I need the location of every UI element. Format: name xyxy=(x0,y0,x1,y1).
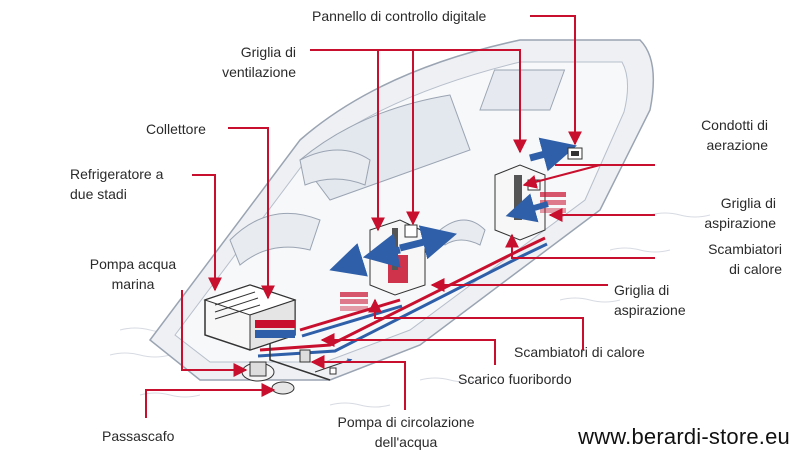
label-pompa-acqua-marina: Pompa acqua marina xyxy=(78,254,188,294)
watermark: www.berardi-store.eu xyxy=(578,424,790,449)
label-passascafo: Passascafo xyxy=(102,426,174,446)
label-line: aspirazione xyxy=(704,215,776,231)
sea-pump xyxy=(241,361,295,395)
label-line: Pompa di circolazione xyxy=(337,414,475,430)
label-pompa-circolazione: Pompa di circolazione dell'acqua xyxy=(318,412,494,452)
label-condotti-aerazione: Condotti di aerazione xyxy=(640,115,768,155)
label-scarico-fuoribordo: Scarico fuoribordo xyxy=(458,369,572,389)
water-lines xyxy=(109,212,711,408)
label-line: Scambiatori xyxy=(708,241,782,257)
label-griglia-aspirazione-a: Griglia di aspirazione xyxy=(650,193,776,233)
digital-control-panel xyxy=(567,147,583,160)
label-scambiatori-b: Scambiatori di calore xyxy=(514,342,645,362)
chiller-unit xyxy=(203,284,297,351)
label-line: Griglia di xyxy=(614,282,670,298)
label-line: Scambiatori di calore xyxy=(514,344,645,360)
label-line: Collettore xyxy=(146,121,206,137)
label-refrigeratore: Refrigeratore a due stadi xyxy=(70,164,163,204)
label-scambiatori-a: Scambiatori di calore xyxy=(650,239,782,279)
label-line: Griglia di xyxy=(240,44,296,60)
label-pannello-controllo: Pannello di controllo digitale xyxy=(312,6,486,26)
leader-lines xyxy=(145,15,655,418)
label-line: aerazione xyxy=(706,137,769,153)
label-line: Scarico fuoribordo xyxy=(458,371,572,387)
label-line: marina xyxy=(111,276,155,292)
label-line: aspirazione xyxy=(614,302,686,318)
label-line: Pannello di controllo digitale xyxy=(312,8,487,24)
label-line: Refrigeratore a xyxy=(70,166,164,182)
label-collettore: Collettore xyxy=(146,119,206,139)
label-line: Condotti di xyxy=(701,117,768,133)
label-griglia-aspirazione-b: Griglia di aspirazione xyxy=(614,280,686,320)
air-handler-rear xyxy=(329,219,457,311)
label-griglia-ventilazione: Griglia di ventilazione xyxy=(200,42,296,82)
label-line: Pompa acqua xyxy=(89,256,177,272)
label-line: Griglia di xyxy=(720,195,776,211)
label-line: due stadi xyxy=(70,186,127,202)
label-line: dell'acqua xyxy=(374,434,438,450)
label-line: ventilazione xyxy=(222,64,296,80)
label-line: di calore xyxy=(729,261,782,277)
label-line: Passascafo xyxy=(102,428,175,444)
